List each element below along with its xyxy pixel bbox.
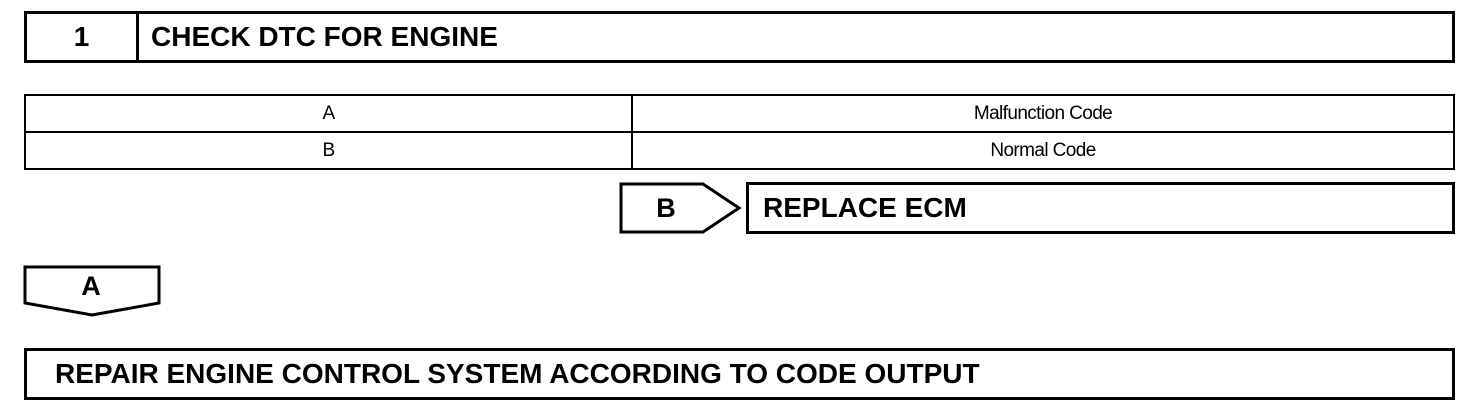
branch-b-label: B [656, 192, 676, 223]
result-cell: A [24, 94, 633, 133]
repair-engine-box: REPAIR ENGINE CONTROL SYSTEM ACCORDING T… [24, 348, 1455, 400]
table-row: A Malfunction Code [24, 94, 1455, 133]
step-header: 1 CHECK DTC FOR ENGINE [24, 11, 1455, 63]
branch-a-label: A [81, 270, 101, 301]
result-cell: B [24, 131, 633, 170]
step-title: CHECK DTC FOR ENGINE [151, 21, 498, 52]
repair-engine-text: REPAIR ENGINE CONTROL SYSTEM ACCORDING T… [55, 358, 980, 389]
replace-ecm-text: REPLACE ECM [763, 192, 967, 223]
condition-cell: Normal Code [631, 131, 1455, 170]
condition-cell: Malfunction Code [631, 94, 1455, 133]
result-table: A Malfunction Code B Normal Code [24, 94, 1455, 170]
step-number: 1 [27, 14, 139, 60]
branch-b-arrow-icon [619, 182, 742, 234]
branch-a-arrow-icon [23, 265, 161, 317]
replace-ecm-box: REPLACE ECM [746, 182, 1455, 234]
table-row: B Normal Code [24, 131, 1455, 170]
